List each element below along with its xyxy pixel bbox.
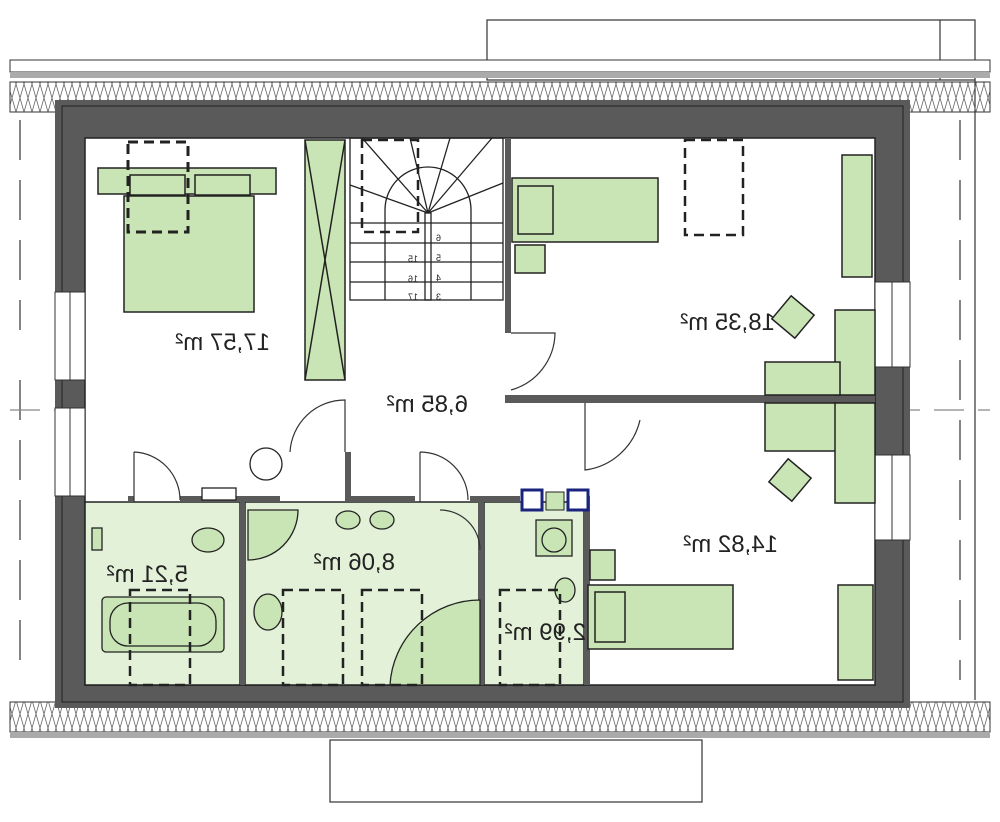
desk-top-right [764,154,876,396]
dashed-skylights [128,588,562,687]
stair-step-number: 5 [436,253,441,263]
room-area-label: 5,21 m² [107,561,188,588]
wet-room-floors [84,501,585,686]
area-labels: 17,57 m² 18,35 m² 6,85 m² 14,82 m² 5,21 … [107,309,778,646]
boiler-units [520,488,590,512]
room-area-label: 8,06 m² [314,549,395,576]
wardrobe [304,139,346,381]
staircase [349,137,504,301]
stair-step-number: 16 [408,274,418,284]
stair-step-number: 3 [436,292,441,302]
bed-bottom-right [587,549,734,650]
desk-bottom-right [764,402,876,681]
double-bed-top-left [97,140,277,313]
room-area-label: 6,85 m² [387,391,468,418]
room-area-label: 14,82 m² [683,531,778,558]
stair-step-number: 6 [436,233,441,243]
room-area-label: 18,35 m² [680,309,775,336]
room-area-label: 2,99 m² [505,619,586,646]
room-area-label: 17,57 m² [175,329,270,356]
stair-step-number: 4 [436,273,441,283]
stair-step-number: 15 [408,254,418,264]
bed-top-right [511,138,745,274]
stair-step-numbers: 15 16 17 3 4 5 6 [408,233,441,302]
doors [133,332,641,551]
stair-step-number: 17 [408,292,418,302]
